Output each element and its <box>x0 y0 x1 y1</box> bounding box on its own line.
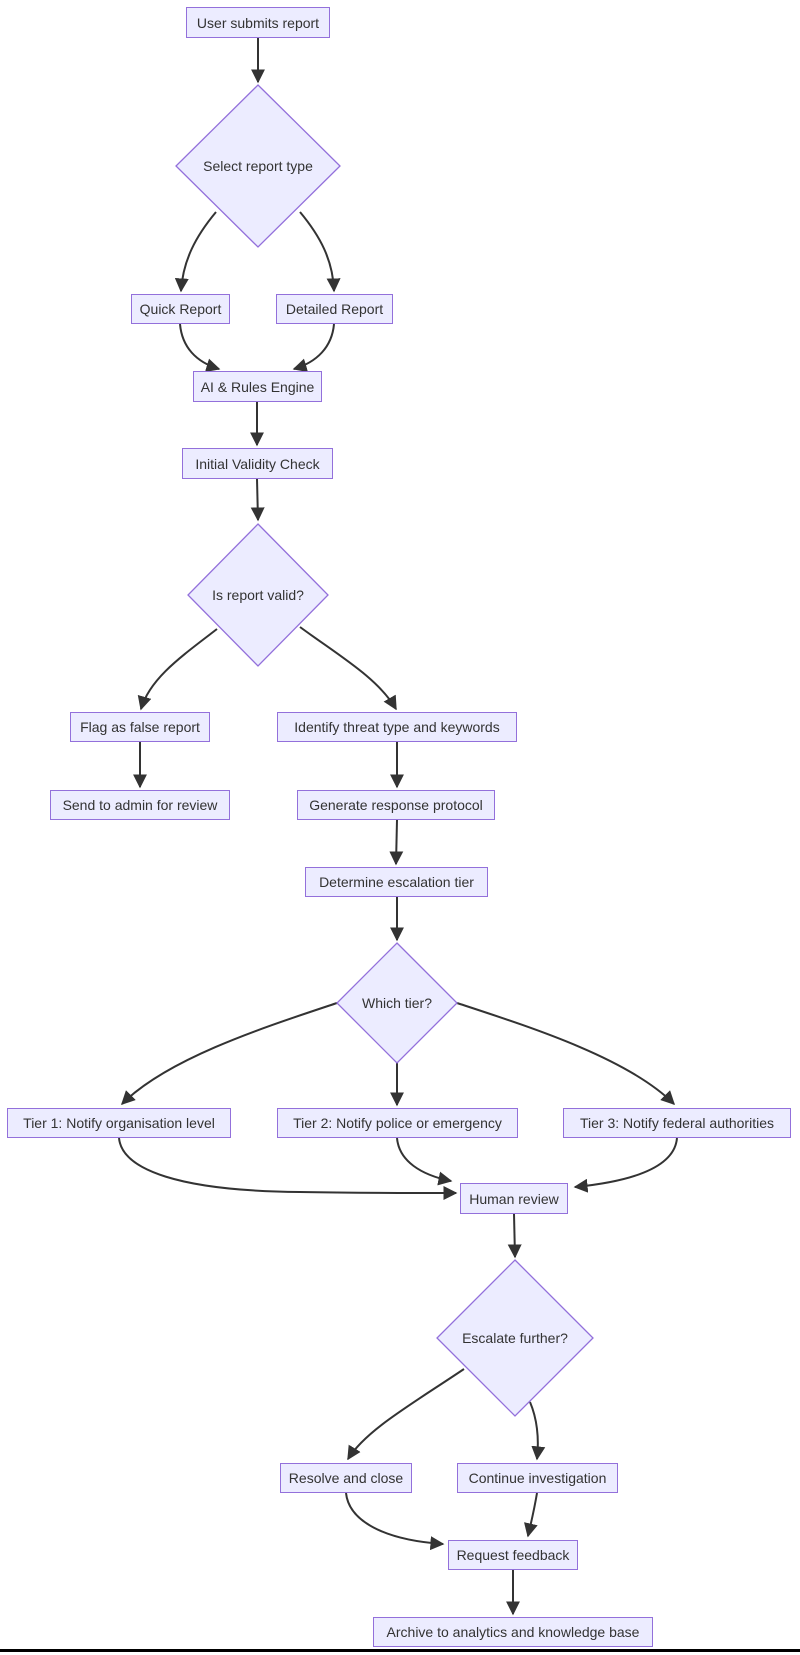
node-label: Tier 1: Notify organisation level <box>23 1115 215 1131</box>
node-label: Human review <box>469 1190 559 1207</box>
edge-human-to-escalate <box>507 1213 522 1259</box>
edge-validity-to-isvalid <box>250 478 265 522</box>
edge-whichtier-to-tier3 <box>456 1002 675 1105</box>
edge-generate-to-determine <box>389 819 404 866</box>
node-label: AI & Rules Engine <box>200 378 315 395</box>
node-label: Initial Validity Check <box>195 455 320 472</box>
node-label: Determine escalation tier <box>319 874 474 890</box>
node-archive-to-analytics: Archive to analytics and knowledge base <box>373 1617 653 1647</box>
bottom-border-rule <box>0 1649 800 1652</box>
edge-tier2-to-human <box>396 1137 453 1186</box>
node-label: Continue investigation <box>468 1470 607 1486</box>
node-label: Archive to analytics and knowledge base <box>386 1624 640 1640</box>
diamond-label-select-report-type: Select report type <box>203 158 313 174</box>
node-label: Request feedback <box>456 1547 570 1563</box>
diamond-label-escalate-further: Escalate further? <box>462 1330 568 1346</box>
node-resolve-and-close: Resolve and close <box>280 1463 412 1493</box>
diamond-escalate-further <box>436 1259 594 1417</box>
diamond-label-is-report-valid: Is report valid? <box>212 587 304 603</box>
node-flag-as-false-report: Flag as false report <box>70 712 210 742</box>
node-initial-validity-check: Initial Validity Check <box>182 448 333 479</box>
node-request-feedback: Request feedback <box>448 1540 578 1570</box>
node-generate-response-protocol: Generate response protocol <box>297 790 495 820</box>
edge-resolve-to-feedback <box>345 1492 445 1551</box>
node-label: Send to admin for review <box>62 797 218 813</box>
edge-select-to-detailed <box>299 211 341 293</box>
diamond-label-which-tier: Which tier? <box>361 995 433 1011</box>
node-label: Tier 3: Notify federal authorities <box>579 1115 774 1131</box>
node-tier1-notify-organisation: Tier 1: Notify organisation level <box>7 1108 231 1138</box>
node-label: Generate response protocol <box>309 797 483 813</box>
node-continue-investigation: Continue investigation <box>457 1463 618 1493</box>
node-tier3-notify-federal: Tier 3: Notify federal authorities <box>563 1108 791 1138</box>
edge-detailed-to-ai <box>292 323 335 373</box>
edge-whichtier-to-tier1 <box>121 1002 338 1105</box>
node-label: User submits report <box>196 14 320 31</box>
edge-quick-to-ai <box>179 323 221 373</box>
node-label: Flag as false report <box>80 719 200 735</box>
node-send-to-admin-for-review: Send to admin for review <box>50 790 230 820</box>
edge-isvalid-to-flag <box>137 628 218 711</box>
diamond-select-report-type <box>175 84 341 248</box>
diamond-is-report-valid <box>187 523 329 667</box>
node-label: Detailed Report <box>285 301 384 317</box>
edge-tier1-to-human <box>118 1137 458 1200</box>
node-label: Resolve and close <box>288 1470 404 1486</box>
edge-continue-to-feedback <box>524 1492 538 1538</box>
node-identify-threat-type: Identify threat type and keywords <box>277 712 517 742</box>
edge-select-to-quick <box>174 211 217 293</box>
node-ai-rules-engine: AI & Rules Engine <box>193 371 322 402</box>
node-determine-escalation-tier: Determine escalation tier <box>305 867 488 897</box>
node-quick-report: Quick Report <box>131 294 230 324</box>
node-label: Identify threat type and keywords <box>294 719 500 735</box>
node-label: Tier 2: Notify police or emergency <box>293 1115 502 1131</box>
node-detailed-report: Detailed Report <box>276 294 393 324</box>
node-user-submits-report: User submits report <box>186 7 330 38</box>
edge-escalate-to-continue <box>529 1401 546 1461</box>
edge-isvalid-to-identify <box>299 626 397 711</box>
node-tier2-notify-police: Tier 2: Notify police or emergency <box>277 1108 518 1138</box>
edge-escalate-to-resolve <box>347 1368 465 1461</box>
edge-tier3-to-human <box>573 1137 678 1193</box>
node-label: Quick Report <box>139 301 222 317</box>
diamond-which-tier <box>336 942 458 1064</box>
node-human-review: Human review <box>460 1183 568 1214</box>
